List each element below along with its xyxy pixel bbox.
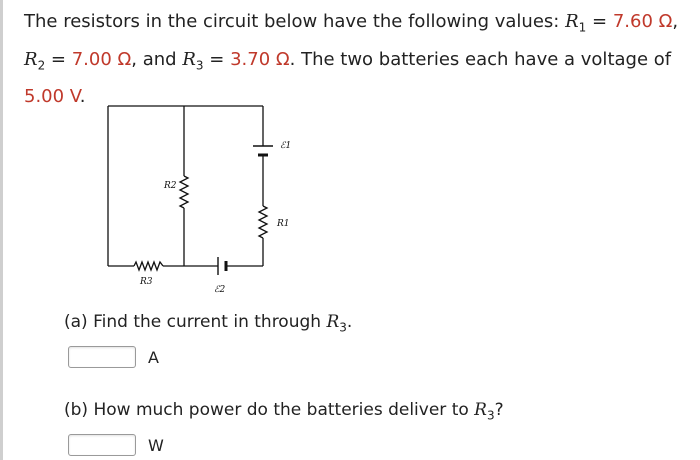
part-a-answer-row: A	[68, 346, 159, 368]
r1-subscript: 1	[578, 20, 587, 35]
e1-label: ℰ1	[280, 141, 290, 151]
equals-sign: =	[203, 48, 231, 70]
r2-value: 7.00 Ω	[71, 48, 132, 70]
r3-subscript: 3	[195, 58, 204, 73]
part-a-question-end: .	[346, 312, 353, 332]
r1-value: 7.60 Ω	[612, 11, 673, 32]
r3-label: R3	[139, 277, 153, 287]
problem-intro-text: The resistors in the circuit below have …	[24, 11, 566, 32]
r1-symbol: R	[565, 11, 579, 32]
circuit-diagram: ℰ1 R1 R2 R3 ℰ2	[100, 96, 291, 306]
comma: ,	[672, 11, 679, 32]
part-b-answer-row: W	[68, 434, 164, 456]
part-a-answer-input[interactable]	[68, 346, 136, 368]
left-margin-rule	[0, 0, 3, 460]
period: .	[79, 86, 86, 108]
r1-label: R1	[276, 219, 290, 229]
and-text: , and	[131, 48, 183, 70]
r3-symbol: R	[182, 48, 196, 70]
equals-sign: =	[45, 48, 72, 70]
part-a-unit: A	[148, 347, 159, 367]
part-a-question: (a) Find the current in through R3.	[64, 312, 352, 334]
part-b-r3-symbol: R	[474, 400, 487, 420]
part-a-r3-subscript: 3	[339, 320, 347, 335]
problem-statement: The resistors in the circuit below have …	[24, 6, 684, 112]
r3-resistor-symbol	[133, 260, 164, 272]
part-b-question: (b) How much power do the batteries deli…	[64, 400, 504, 422]
part-a-question-text: (a) Find the current in through	[64, 312, 327, 332]
r1-resistor-symbol	[257, 205, 269, 239]
part-b-question-text: (b) How much power do the batteries deli…	[64, 400, 475, 420]
r2-subscript: 2	[37, 58, 46, 73]
circuit-svg: ℰ1 R1 R2 R3 ℰ2	[107, 105, 291, 295]
part-b-question-end: ?	[494, 400, 504, 420]
e2-label: ℰ2	[214, 285, 225, 295]
battery-text: . The two batteries each have a voltage …	[289, 48, 672, 70]
r2-label: R2	[163, 181, 177, 191]
equals-sign: =	[586, 11, 613, 32]
r2-resistor-symbol	[178, 175, 190, 209]
r2-symbol: R	[24, 48, 38, 70]
part-b-r3-subscript: 3	[486, 408, 495, 423]
r3-value: 3.70 Ω	[230, 48, 290, 70]
part-b-unit: W	[148, 435, 164, 455]
voltage-value: 5.00 V	[24, 86, 80, 108]
part-a-r3-symbol: R	[326, 312, 340, 332]
part-b-answer-input[interactable]	[68, 434, 136, 456]
